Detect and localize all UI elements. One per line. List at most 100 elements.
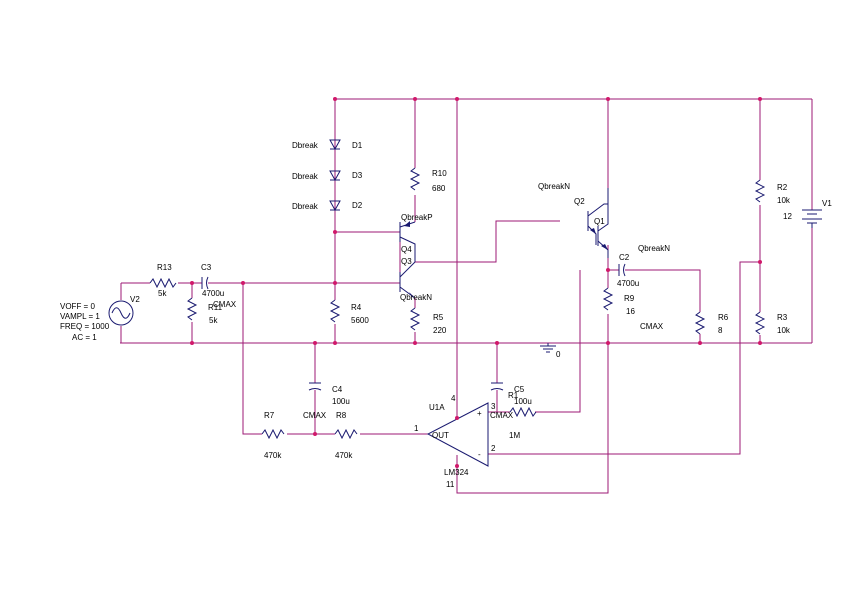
q1-model: QbreakN: [638, 244, 670, 253]
resistor-r4[interactable]: [329, 299, 341, 323]
r5-value: 220: [433, 326, 447, 335]
resistor-r5[interactable]: [409, 307, 421, 331]
r11-value: 5k: [209, 316, 218, 325]
ground-label: 0: [556, 350, 561, 359]
feedback-wire: [535, 270, 581, 413]
r2-value: 10k: [777, 196, 791, 205]
resistor-r1[interactable]: [509, 406, 537, 418]
r13-value: 5k: [158, 289, 167, 298]
q4-name: Q4: [401, 245, 412, 254]
opamp-pin-1: 1: [414, 424, 419, 433]
resistor-r13[interactable]: [149, 277, 177, 289]
capacitor-c5[interactable]: [490, 382, 504, 391]
junction-dots: [190, 97, 762, 468]
d1-name: D1: [352, 141, 363, 150]
r1-name: R1: [508, 391, 519, 400]
transistor-q3[interactable]: [399, 261, 416, 299]
q4-model: QbreakP: [401, 213, 433, 222]
r6-name: R6: [718, 313, 729, 322]
r1-value: 1M: [509, 431, 520, 440]
c2-tag: CMAX: [640, 322, 664, 331]
opamp-part: LM324: [444, 468, 469, 477]
resistor-r6[interactable]: [694, 311, 706, 335]
v2-voff: VOFF = 0: [60, 302, 95, 311]
opamp-ref: U1A: [429, 403, 445, 412]
c4-value: 100u: [332, 397, 350, 406]
c5-name: C5: [514, 385, 525, 394]
q3-model: QbreakN: [400, 293, 432, 302]
resistor-r2[interactable]: [754, 179, 766, 203]
v1-name: V1: [822, 199, 832, 208]
r10-name: R10: [432, 169, 447, 178]
c4-tag: CMAX: [303, 411, 327, 420]
q1-name: Q1: [594, 217, 605, 226]
d3-name: D3: [352, 171, 363, 180]
diode-d2[interactable]: [329, 200, 341, 212]
r10-value: 680: [432, 184, 446, 193]
r4-value: 5600: [351, 316, 369, 325]
r8-name: R8: [336, 411, 347, 420]
v2-label: V2: [130, 295, 140, 304]
d3-model: Dbreak: [292, 172, 319, 181]
opamp-plus-sign: +: [477, 409, 482, 418]
capacitor-c2[interactable]: [618, 263, 626, 277]
opamp-pin-4: 4: [451, 394, 456, 403]
r4-name: R4: [351, 303, 362, 312]
transistor-q4[interactable]: [399, 221, 416, 262]
d1-model: Dbreak: [292, 141, 319, 150]
opamp-pin-3: 3: [491, 402, 496, 411]
opamp-out-label: OUT: [432, 431, 449, 440]
resistor-r9[interactable]: [602, 287, 614, 311]
r5-name: R5: [433, 313, 444, 322]
diode-d3[interactable]: [329, 170, 341, 182]
c3-name: C3: [201, 263, 212, 272]
v2-vampl: VAMPL = 1: [60, 312, 100, 321]
v2-ac: AC = 1: [72, 333, 97, 342]
transistor-q1[interactable]: [597, 204, 609, 258]
c5-value: 100u: [514, 397, 532, 406]
opamp-minus-sign: -: [478, 450, 481, 459]
r8-value: 470k: [335, 451, 353, 460]
c2-name: C2: [619, 253, 630, 262]
r13-name: R13: [157, 263, 172, 272]
r7-name: R7: [264, 411, 275, 420]
battery-v1[interactable]: [802, 209, 822, 228]
resistor-r11[interactable]: [186, 297, 198, 321]
r11-name: R11: [208, 303, 223, 312]
reference-wire: [488, 261, 760, 455]
opamp-pin-11: 11: [446, 480, 455, 489]
sine-source-v2[interactable]: [108, 300, 134, 326]
d2-name: D2: [352, 201, 363, 210]
q2-name: Q2: [574, 197, 585, 206]
r7-value: 470k: [264, 451, 282, 460]
q3-name: Q3: [401, 257, 412, 266]
resistor-r10[interactable]: [409, 167, 421, 191]
c3-value: 4700u: [202, 289, 224, 298]
r3-name: R3: [777, 313, 788, 322]
opamp-pin-2: 2: [491, 444, 496, 453]
r2-name: R2: [777, 183, 788, 192]
v1-value: 12: [783, 212, 792, 221]
c5-tag: CMAX: [490, 411, 514, 420]
q2-base-wire: [415, 220, 560, 263]
c3-r7-wire: [242, 283, 262, 435]
resistor-r7[interactable]: [261, 428, 285, 440]
transistor-q2[interactable]: [587, 188, 609, 245]
r9-name: R9: [624, 294, 635, 303]
r3-value: 10k: [777, 326, 791, 335]
diode-d1[interactable]: [329, 139, 341, 151]
d2-model: Dbreak: [292, 202, 319, 211]
c4-name: C4: [332, 385, 343, 394]
resistor-r8[interactable]: [334, 428, 358, 440]
ground-symbol: [540, 343, 556, 353]
c3-tag: CMAX: [213, 300, 237, 309]
r9-value: 16: [626, 307, 635, 316]
q2-model: QbreakN: [538, 182, 570, 191]
return-wire: [456, 343, 609, 494]
resistor-r3[interactable]: [754, 311, 766, 335]
r6-value: 8: [718, 326, 723, 335]
capacitor-c3[interactable]: [201, 276, 209, 290]
v2-freq: FREQ = 1000: [60, 322, 110, 331]
capacitor-c4[interactable]: [308, 382, 322, 391]
